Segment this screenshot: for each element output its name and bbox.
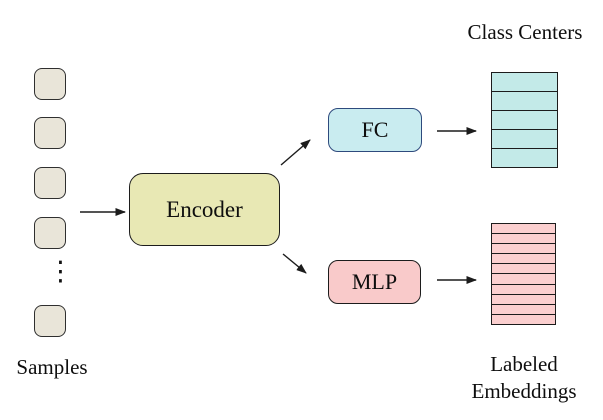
labeled-embeddings-title-line2: Embeddings xyxy=(471,379,577,403)
arrow-encoder-to-mlp xyxy=(282,253,307,274)
matrix-row xyxy=(492,233,555,243)
vertical-ellipsis: ⋮ xyxy=(47,256,74,287)
labeled-embeddings-matrix xyxy=(491,223,556,325)
encoder-label: Encoder xyxy=(166,196,243,222)
class-centers-title: Class Centers xyxy=(467,20,583,44)
sample-square xyxy=(34,68,66,100)
matrix-row xyxy=(492,129,557,148)
matrix-row xyxy=(492,91,557,110)
matrix-row xyxy=(492,293,555,304)
fc-box: FC xyxy=(328,108,422,152)
sample-square xyxy=(34,305,66,337)
matrix-row xyxy=(492,303,555,314)
matrix-row xyxy=(492,283,555,294)
matrix-row xyxy=(492,73,557,91)
mlp-label: MLP xyxy=(351,269,398,294)
sample-square xyxy=(34,117,66,149)
labeled-embeddings-title: Labeled Embeddings xyxy=(443,351,603,405)
matrix-row xyxy=(492,273,555,283)
class-centers-matrix xyxy=(491,72,558,168)
matrix-row xyxy=(492,148,557,167)
sample-square xyxy=(34,217,66,249)
encoder-box: Encoder xyxy=(129,173,280,246)
matrix-row xyxy=(492,263,555,273)
arrow-encoder-to-fc xyxy=(280,139,311,166)
matrix-row xyxy=(492,313,555,324)
mlp-box: MLP xyxy=(328,260,421,304)
matrix-row xyxy=(492,224,555,233)
labeled-embeddings-title-line1: Labeled xyxy=(490,352,558,376)
matrix-row xyxy=(492,243,555,253)
fc-label: FC xyxy=(361,117,389,142)
sample-square xyxy=(34,167,66,199)
matrix-row xyxy=(492,110,557,129)
matrix-row xyxy=(492,253,555,263)
samples-label: Samples xyxy=(16,355,88,379)
